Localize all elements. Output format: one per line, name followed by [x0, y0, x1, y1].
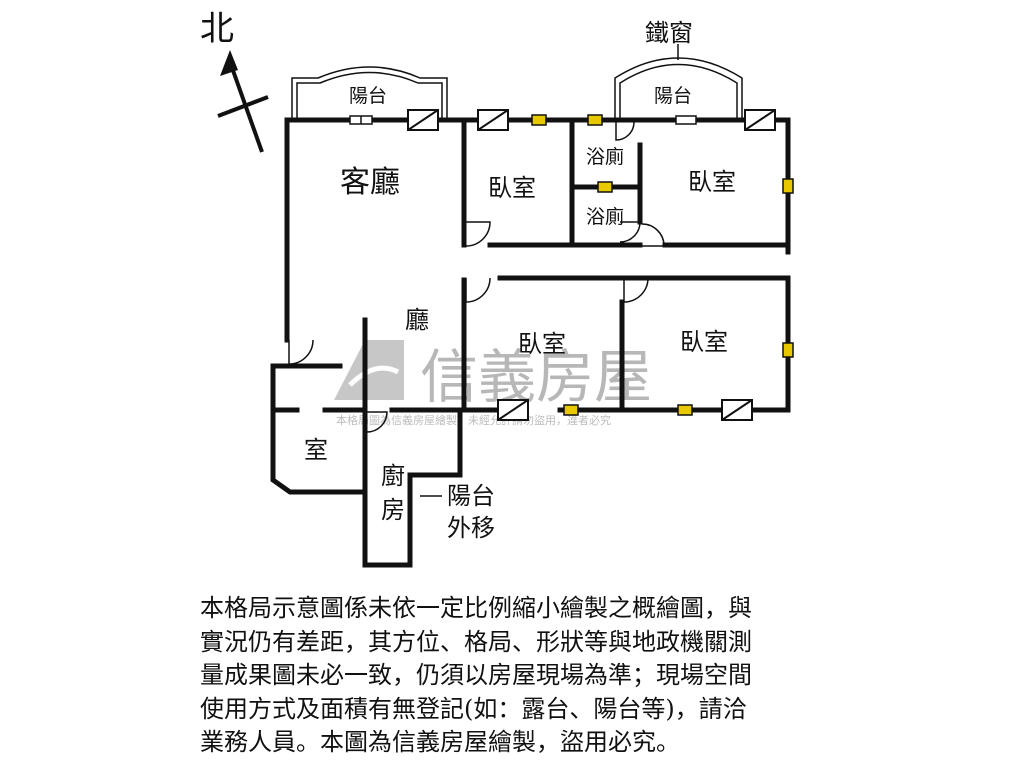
door-bedroom-1	[465, 221, 491, 247]
bedroom-3-label: 臥室	[518, 330, 566, 358]
doors	[288, 121, 665, 433]
watermark: 信義房屋 本格局圖為信義房屋繪製，未經允許請勿盜用，違者必究	[334, 340, 652, 427]
vent-icon	[597, 181, 613, 193]
balcony-left-outline	[291, 66, 448, 120]
disclaimer-line: 實況仍有差距，其方位、格局、形狀等與地政機關測	[200, 627, 752, 656]
sliding-windows	[407, 109, 776, 421]
vent-icon	[782, 178, 794, 194]
watermark-logo-swoosh	[348, 365, 400, 387]
compass-crossbar	[217, 95, 269, 118]
door-kitchen	[366, 411, 388, 433]
utility-room-label: 室	[304, 436, 328, 464]
disclaimer-line: 業務人員。本圖為信義房屋繪製，盜用必究。	[200, 728, 680, 756]
vent-icon	[563, 404, 579, 416]
vent-icon	[531, 114, 547, 126]
door-bathroom-1	[615, 121, 635, 141]
living-room-label: 客廳	[340, 165, 400, 200]
iron-window-label: 鐵窗	[645, 19, 693, 47]
balcony-left-inner	[296, 71, 443, 120]
north-arrow-icon	[220, 50, 238, 76]
bedroom-2-label: 臥室	[688, 168, 736, 196]
bathroom-1-label: 浴廁	[586, 145, 624, 168]
door-bedroom-2	[641, 223, 665, 247]
balcony-left-label: 陽台	[349, 85, 387, 107]
disclaimer: 本格局示意圖係未依一定比例縮小繪製之概繪圖，與 實況仍有差距，其方位、格局、形狀…	[200, 592, 840, 760]
door-hall	[288, 339, 314, 365]
north-label: 北	[200, 9, 234, 49]
disclaimer-line: 量成果圖未必一致，仍須以房屋現場為準；現場空間	[200, 661, 752, 689]
wall-north-east	[284, 117, 791, 255]
kitchen-label-2: 房	[381, 496, 405, 524]
kitchen-label-1: 廚	[381, 462, 405, 490]
balcony-door-right-icon	[675, 115, 697, 125]
vent-icon	[677, 404, 693, 416]
balcony-right-label: 陽台	[654, 85, 692, 107]
vent-icon	[587, 114, 603, 126]
balcony-bays	[291, 44, 743, 120]
door-bathroom-2	[619, 221, 641, 243]
door-bedroom-4	[623, 277, 649, 303]
disclaimer-line: 使用方式及面積有無登記(如：露台、陽台等)，請洽	[200, 694, 747, 723]
balcony-moved-label-1: 陽台	[447, 482, 495, 510]
door-bedroom-3	[465, 277, 491, 303]
vent-icon	[782, 342, 794, 358]
hall-label: 廳	[405, 306, 429, 334]
balcony-moved-label-2: 外移	[447, 514, 495, 542]
watermark-notice: 本格局圖為信義房屋繪製，未經允許請勿盜用，違者必究	[336, 413, 611, 427]
watermark-brand: 信義房屋	[420, 343, 652, 411]
bedroom-1-label: 臥室	[488, 174, 536, 202]
bathroom-2-label: 浴廁	[586, 205, 624, 228]
wall-kitchen	[362, 317, 463, 568]
balcony-doors	[349, 115, 697, 125]
wall-utility-outer	[270, 363, 368, 495]
vent-windows	[531, 114, 794, 416]
disclaimer-line: 本格局示意圖係未依一定比例縮小繪製之概繪圖，與	[200, 594, 752, 622]
compass: 北	[200, 9, 269, 153]
bedroom-4-label: 臥室	[680, 328, 728, 356]
balcony-right-inner	[619, 63, 738, 120]
